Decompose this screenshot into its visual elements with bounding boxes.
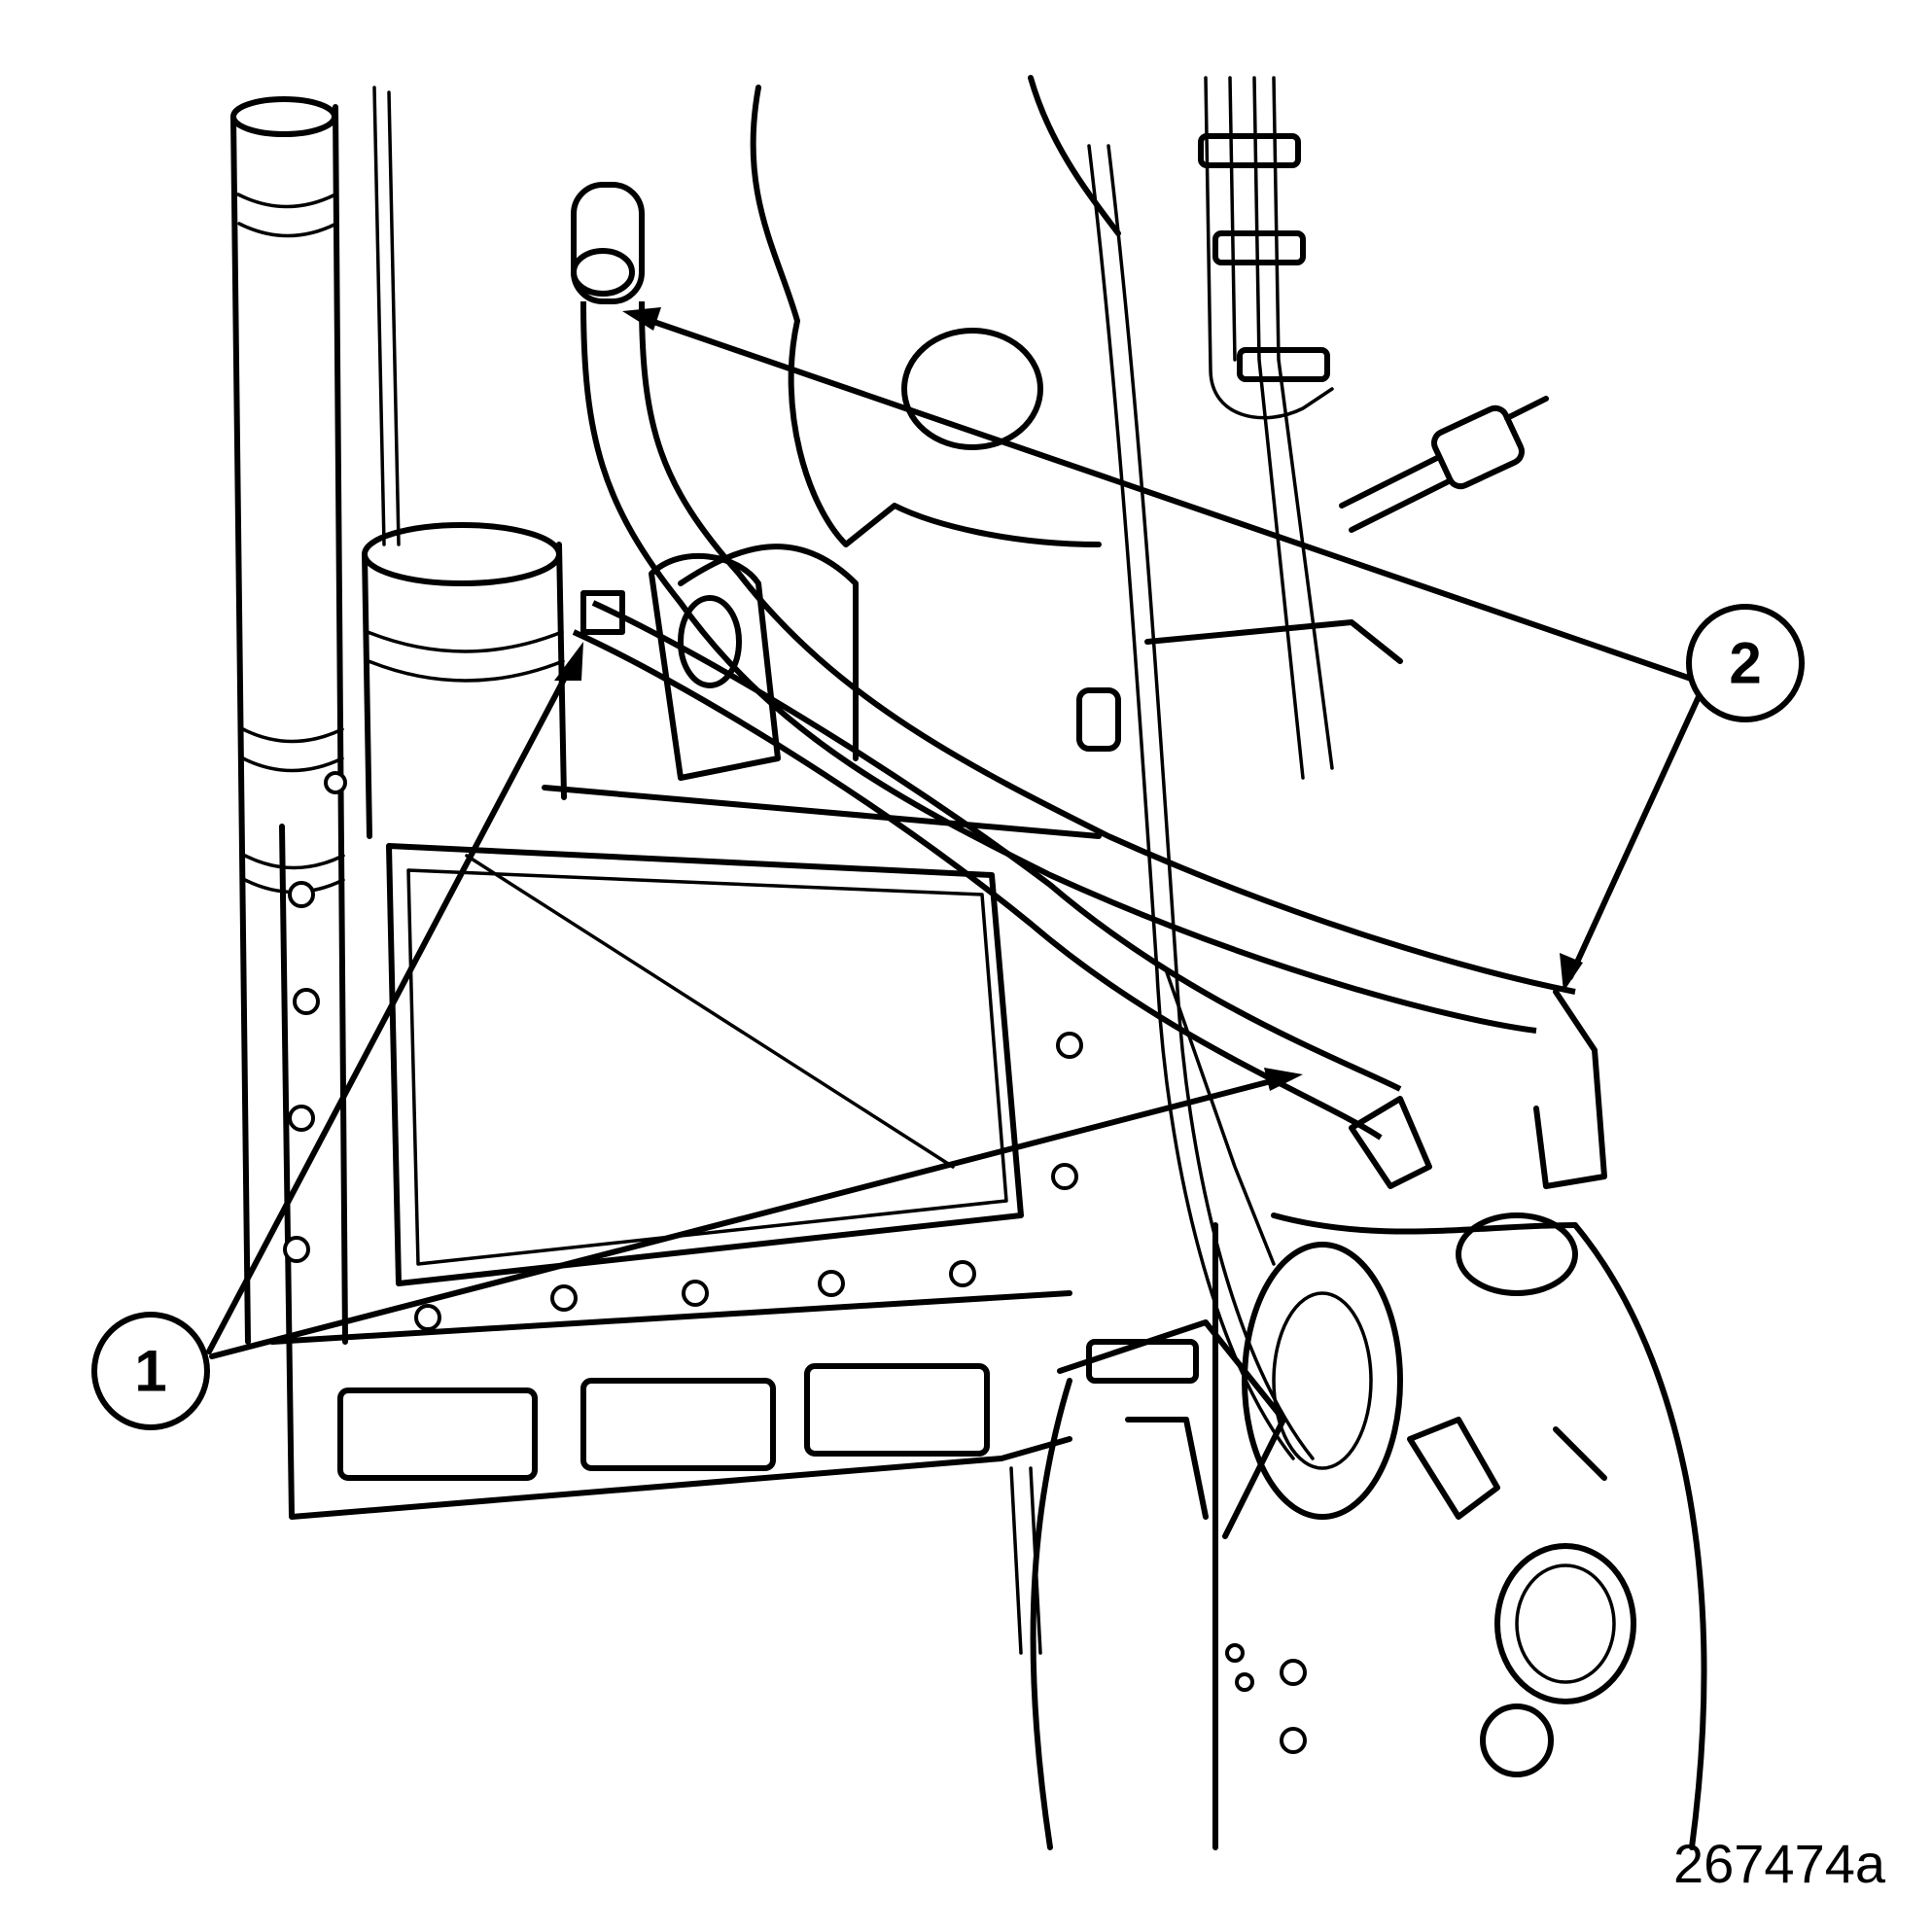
canister: [324, 522, 567, 839]
brake-lines: [1198, 76, 1334, 780]
callout-1: 1: [91, 1312, 210, 1430]
heater-housing: [269, 785, 1102, 1520]
callout-2: 2: [1686, 604, 1805, 722]
callout-2-leaders: [622, 307, 1704, 992]
heater-hose-lower: [572, 590, 1432, 1189]
lower-strut: [1009, 1319, 1286, 1692]
actuator-rod: [1339, 396, 1549, 533]
control-cable: [1087, 144, 1315, 1460]
transmission-housing: [1030, 1212, 1707, 1850]
callout-1-number: 1: [134, 1339, 166, 1404]
engine-block: [678, 75, 1403, 761]
second-vertical-pipe: [372, 86, 401, 546]
figure-id-label: 267474a: [1672, 1833, 1885, 1894]
callout-1-leaders: [206, 642, 1303, 1359]
heater-hose-upper: [571, 182, 1607, 1189]
mounting-bracket: [649, 552, 781, 781]
callout-2-number: 2: [1729, 631, 1761, 696]
left-vertical-pipe: [230, 96, 348, 1345]
